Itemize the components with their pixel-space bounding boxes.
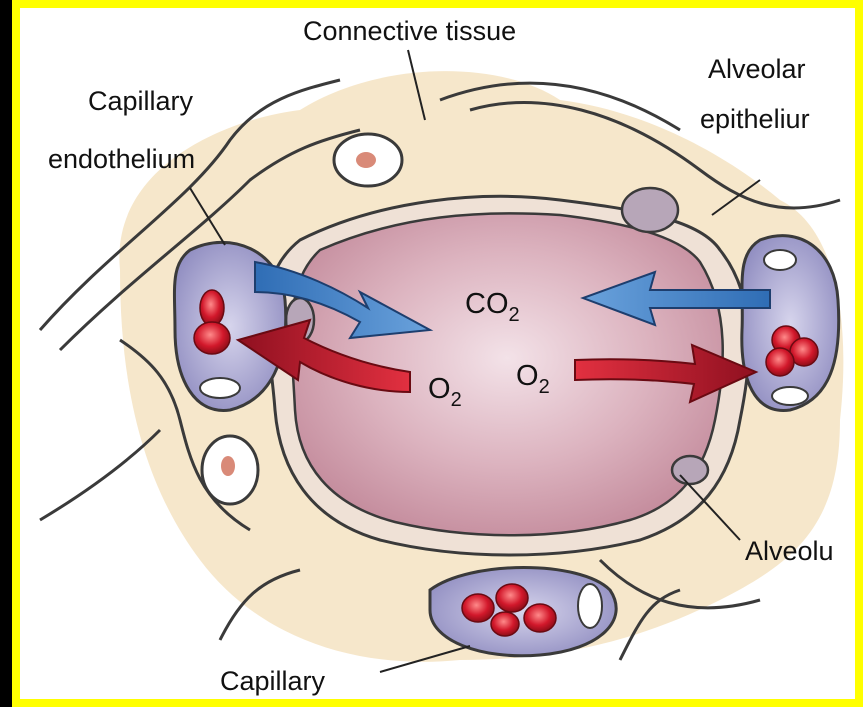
connective-tissue-label: Connective tissue (303, 16, 516, 46)
alveolar-epithelium-label-line2: epitheliur (700, 104, 810, 134)
alveolus-label: Alveolu (745, 536, 834, 566)
capillary-label: Capillary (220, 666, 326, 696)
right-capillary (742, 236, 839, 411)
capillary-endothelium-label-line1: Capillary (88, 86, 194, 116)
alveolar-epithelium-label-line1: Alveolar (708, 54, 806, 84)
bottom-capillary (430, 568, 616, 656)
capillary-endothelium-label-line2: endothelium (48, 144, 195, 174)
